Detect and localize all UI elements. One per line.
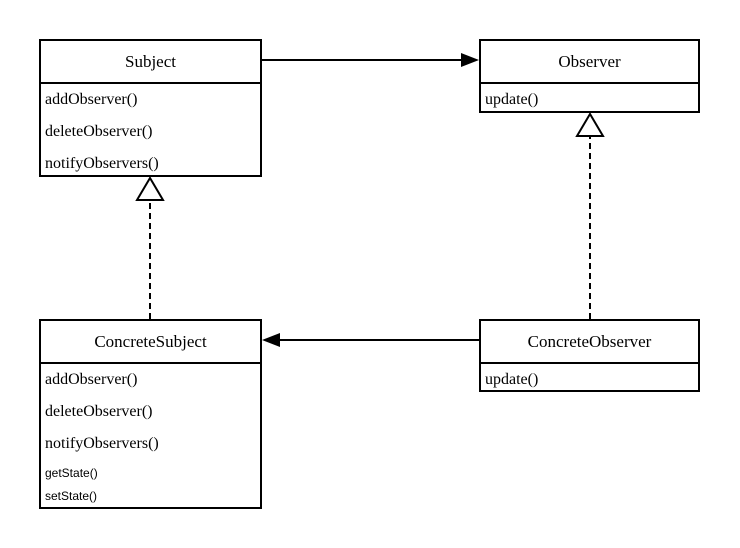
realization-hollow-triangle-subject — [135, 176, 165, 201]
method-set-state: setState() — [45, 489, 98, 503]
method-list-concrete-subject: addObserver() deleteObserver() notifyObs… — [41, 364, 260, 508]
method-notify-observers: notifyObservers() — [45, 155, 159, 172]
method-delete-observer: deleteObserver() — [45, 403, 153, 420]
method-add-observer: addObserver() — [45, 371, 138, 388]
class-concrete-observer[interactable]: ConcreteObserver update() — [479, 319, 700, 392]
method-list-observer: update() — [481, 84, 698, 118]
realization-hollow-triangle-observer — [575, 112, 605, 137]
class-observer[interactable]: Observer update() — [479, 39, 700, 113]
class-concrete-subject[interactable]: ConcreteSubject addObserver() deleteObse… — [39, 319, 262, 509]
method-notify-observers: notifyObservers() — [45, 435, 159, 452]
association-arrowhead-to-observer — [461, 53, 479, 67]
association-arrowhead-to-concretesubject — [262, 333, 280, 347]
class-name-concrete-observer: ConcreteObserver — [481, 321, 698, 364]
method-add-observer: addObserver() — [45, 91, 138, 108]
method-list-subject: addObserver() deleteObserver() notifyObs… — [41, 84, 260, 182]
method-update: update() — [485, 371, 539, 388]
method-get-state: getState() — [45, 466, 98, 480]
method-list-concrete-observer: update() — [481, 364, 698, 398]
class-name-subject: Subject — [41, 41, 260, 84]
method-delete-observer: deleteObserver() — [45, 123, 153, 140]
class-name-concrete-subject: ConcreteSubject — [41, 321, 260, 364]
method-update: update() — [485, 91, 539, 108]
class-subject[interactable]: Subject addObserver() deleteObserver() n… — [39, 39, 262, 177]
class-name-observer: Observer — [481, 41, 698, 84]
